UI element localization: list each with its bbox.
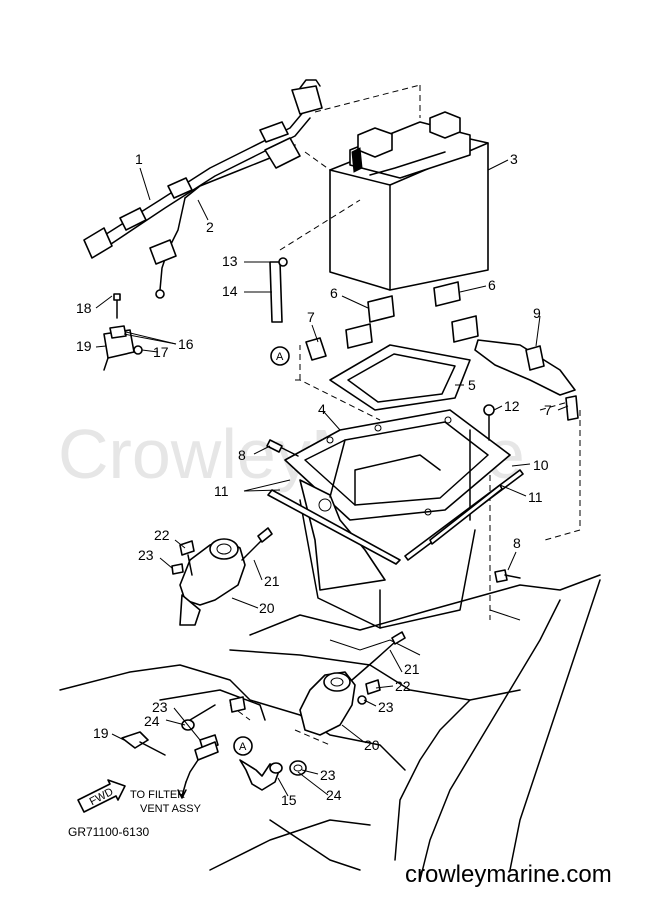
vent-tube	[269, 257, 290, 366]
callout-6-left: 6	[330, 285, 338, 301]
callout-15: 15	[281, 792, 297, 808]
callout-16: 16	[178, 336, 194, 352]
ref-a-lower: A	[239, 741, 247, 753]
callout-labels: 1 2 3 4 5 6 6 7 7 8 8 9 10 11 11 12 13 1…	[76, 151, 552, 808]
callout-20-upper: 20	[259, 600, 275, 616]
battery	[329, 111, 489, 291]
callout-11-left: 11	[214, 483, 229, 499]
callout-4: 4	[318, 401, 326, 417]
notes: TO FILTER VENT ASSY FWD	[88, 786, 202, 815]
callout-24-right: 24	[326, 787, 342, 803]
callout-23-d: 23	[320, 767, 336, 783]
note-vent-assy: VENT ASSY	[140, 803, 202, 815]
callout-5: 5	[468, 377, 476, 393]
hull-outline	[59, 574, 601, 881]
drain-assembly-upper	[171, 527, 273, 626]
callout-10: 10	[533, 457, 549, 473]
lower-fittings	[121, 696, 307, 799]
pads	[345, 281, 479, 349]
callout-6-right: 6	[488, 277, 496, 293]
screws	[266, 404, 521, 583]
site-name: crowleymarine.com	[405, 861, 612, 888]
seal-strips	[267, 469, 524, 565]
battery-strap	[474, 339, 576, 396]
callout-22-upper: 22	[154, 527, 170, 543]
callout-19-upper: 19	[76, 338, 92, 354]
callout-8-left: 8	[238, 447, 246, 463]
callout-21-upper: 21	[264, 573, 280, 589]
callout-22-lower: 22	[395, 678, 411, 694]
callout-7-right: 7	[544, 402, 552, 418]
clamp-assembly	[103, 293, 143, 371]
callout-11-right: 11	[528, 489, 543, 505]
drain-assembly-lower	[299, 631, 406, 736]
callout-17: 17	[153, 344, 169, 360]
callout-20-lower: 20	[364, 737, 380, 753]
note-to-filter: TO FILTER	[130, 789, 185, 801]
battery-frame	[329, 344, 471, 411]
fwd-arrow-icon	[77, 779, 126, 813]
callout-23-a: 23	[138, 547, 154, 563]
callout-18: 18	[76, 300, 92, 316]
callout-21-lower: 21	[404, 661, 420, 677]
callout-8-right: 8	[513, 535, 521, 551]
fwd-label: FWD	[88, 786, 116, 808]
callout-leaders	[95, 159, 569, 797]
reference-markers	[233, 736, 253, 756]
callout-12: 12	[504, 398, 520, 414]
callout-13: 13	[222, 253, 238, 269]
callout-1: 1	[135, 151, 143, 167]
dashed-leaders	[229, 84, 581, 746]
callout-24-left: 24	[144, 713, 160, 729]
callout-2: 2	[206, 219, 214, 235]
brackets	[305, 337, 579, 421]
drawing-code: GR71100-6130	[68, 825, 149, 839]
callout-23-c: 23	[152, 699, 168, 715]
ref-a-upper: A	[276, 351, 284, 363]
callout-23-b: 23	[378, 699, 394, 715]
battery-cables	[83, 79, 323, 299]
callout-14: 14	[222, 283, 238, 299]
callout-3: 3	[510, 151, 518, 167]
callout-9: 9	[533, 305, 541, 321]
callout-7-left: 7	[307, 309, 315, 325]
callout-19-lower: 19	[93, 725, 109, 741]
